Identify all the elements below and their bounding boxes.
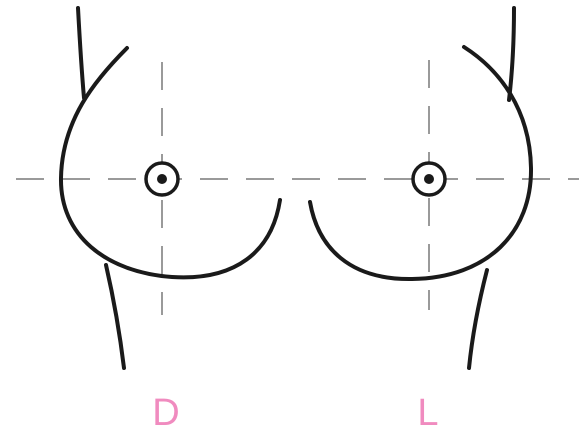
torso-edge-right-lower bbox=[469, 270, 487, 368]
torso-edge-left-upper bbox=[78, 8, 84, 98]
nipple-dot bbox=[158, 175, 166, 183]
breast-outline-left bbox=[310, 47, 531, 279]
nipple-dot bbox=[425, 175, 433, 183]
quadrant-guides bbox=[16, 60, 579, 315]
breast-outline-right bbox=[61, 48, 280, 277]
nipple-right bbox=[146, 163, 178, 195]
torso-edge-right-upper bbox=[509, 8, 514, 100]
torso-outline bbox=[61, 8, 531, 368]
nipple-left bbox=[413, 163, 445, 195]
side-label-left: L bbox=[417, 392, 438, 432]
side-label-right: D bbox=[152, 392, 179, 432]
torso-edge-left-lower bbox=[106, 265, 124, 368]
